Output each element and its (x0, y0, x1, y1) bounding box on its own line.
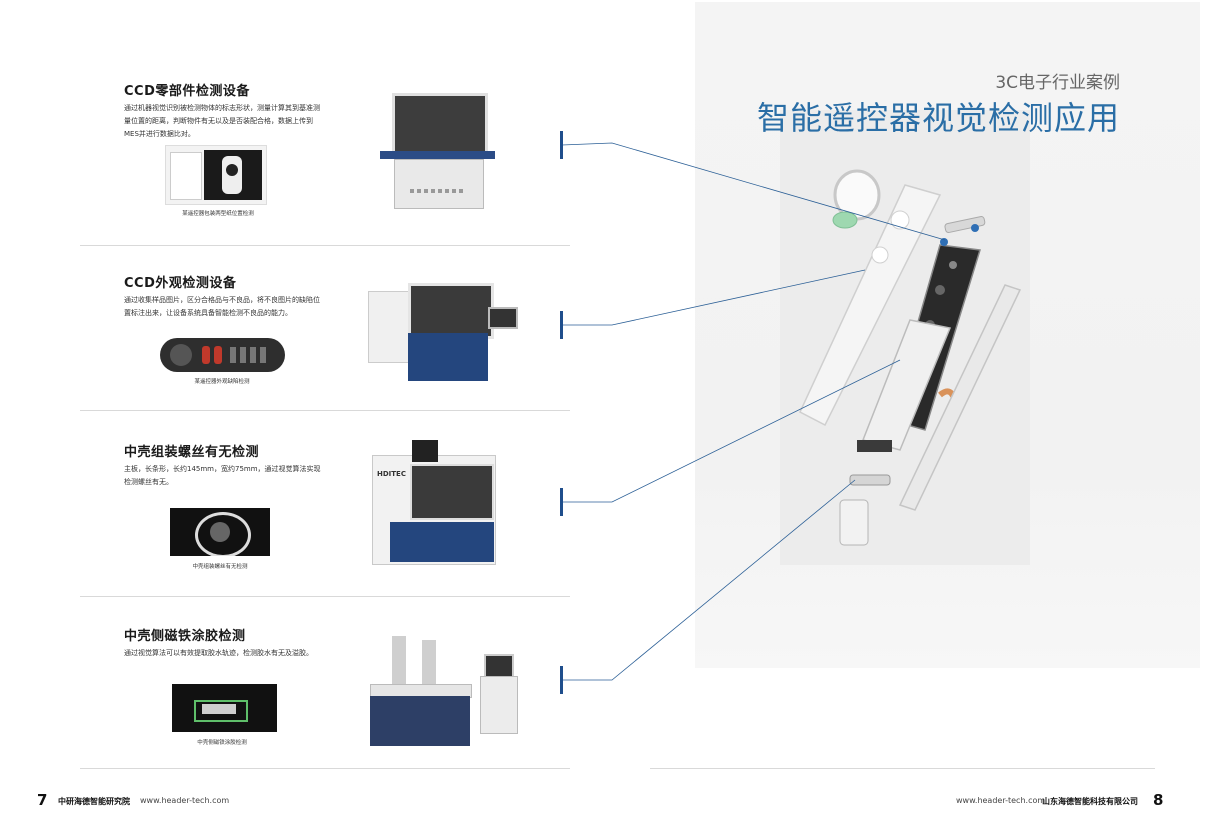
top-connector (944, 216, 986, 234)
glue-magnet (202, 704, 236, 714)
right-footer-org: 山东海德智能科技有限公司 (1042, 797, 1138, 806)
green-button (832, 211, 858, 229)
right-page-number: 8 (1153, 791, 1164, 809)
ccd-parts-inspection-machine (380, 93, 495, 213)
right-divider (650, 768, 1155, 769)
front-shell-hole-2 (871, 246, 889, 264)
section-3-description: 主板，长条形，长约145mm，宽约75mm，通过视觉算法实现检测螺丝有无。 (124, 465, 321, 486)
panel-subtitle: 3C电子行业案例 (995, 73, 1120, 93)
callout-line-4 (562, 479, 856, 681)
section-1-title: CCD零部件检测设备 (124, 84, 250, 99)
section-2-description: 通过收集样品图片，区分合格品与不良品，将不良图片的缺陷位置标注出来，让设备系统具… (124, 296, 320, 317)
pcb-component (949, 261, 957, 269)
section-4-caption: 中壳侧磁铁涂胶检测 (197, 740, 247, 746)
section-1-description: 通过机器视觉识别被检测物体的标志形状，测量计算其到基准测量位置的距离，判断物件有… (124, 104, 320, 138)
detected-hole (226, 164, 238, 176)
machine-4-monitor (484, 654, 514, 678)
ccd-appearance-inspection-machine (368, 283, 518, 383)
blue-marker-2 (971, 224, 979, 232)
glue-track (194, 700, 248, 722)
section-marker-4 (560, 666, 563, 694)
machine-3-base (390, 522, 494, 562)
machine-3-window (410, 464, 494, 520)
screenshot-camera-view (204, 150, 262, 200)
bottom-connector (849, 474, 891, 486)
machine-1-conveyor (380, 151, 495, 159)
left-page-number: 7 (37, 791, 48, 809)
section-marker-2 (560, 311, 563, 339)
blue-marker-1 (940, 238, 948, 246)
screw-head (210, 522, 230, 542)
bottom-sensor (857, 440, 892, 452)
callout-line-1 (561, 142, 946, 241)
machine-1-top-cover (392, 93, 488, 157)
section-3-caption: 中壳组装螺丝有无检测 (192, 564, 248, 570)
section-1-caption: 某遥控器包装两型纸位置检测 (182, 211, 254, 217)
section-4-description: 通过视觉算法可以有效提取胶水轨迹，检测胶水有无及溢胶。 (124, 649, 313, 657)
left-footer-org: 中研海德智能研究院 (58, 797, 130, 806)
screw-inspection-machine: HDITEC (372, 440, 497, 565)
section-marker-1 (560, 131, 563, 159)
screw-ring (195, 512, 251, 556)
bottom-clip (839, 499, 869, 546)
glue-inspection-machine (362, 636, 522, 748)
machine-4-cabinet (480, 676, 518, 734)
machine-4-gantry-1 (392, 636, 406, 686)
machine-2-top-cover (408, 283, 494, 339)
remote-exploded-illustration (799, 169, 1022, 546)
remote-defect-mark-1 (202, 346, 210, 364)
section-3-title: 中壳组装螺丝有无检测 (124, 445, 260, 460)
section-divider-3 (80, 596, 570, 597)
section-3-screw-image (170, 508, 270, 556)
left-footer-url[interactable]: www.header-tech.com (140, 796, 230, 805)
section-divider-1 (80, 245, 570, 246)
callout-line-2 (562, 269, 866, 326)
section-marker-3 (560, 488, 563, 516)
front-shell (799, 184, 942, 427)
screenshot-panel (170, 152, 202, 200)
machine-1-base (394, 159, 484, 209)
section-2-remote-image (160, 338, 285, 372)
machine-1-vents (410, 189, 465, 193)
section-4-title: 中壳侧磁铁涂胶检测 (124, 629, 246, 644)
machine-4-gantry-2 (422, 640, 436, 686)
pcb-component-2 (935, 285, 945, 295)
callout-line-3 (562, 359, 901, 503)
remote-dpad (170, 344, 192, 366)
right-footer-url[interactable]: www.header-tech.com (956, 796, 1046, 805)
machine-3-monitor (412, 440, 438, 462)
section-2-title: CCD外观检测设备 (124, 276, 237, 291)
machine-3-brand: HDITEC (377, 470, 406, 478)
remote-buttons (230, 347, 270, 363)
section-1-inspection-screenshot (165, 145, 267, 205)
machine-2-monitor (488, 307, 518, 329)
section-divider-2 (80, 410, 570, 411)
section-2-caption: 某遥控器外观缺陷检测 (194, 379, 250, 385)
machine-4-base (370, 696, 470, 746)
section-4-glue-image (172, 684, 277, 732)
machine-2-loader (368, 291, 410, 363)
back-shell (898, 284, 1022, 511)
panel-title: 智能遥控器视觉检测应用 (756, 99, 1120, 137)
front-shell-hole (890, 210, 910, 230)
section-divider-4 (80, 768, 570, 769)
machine-2-base (408, 333, 488, 381)
battery-pack (861, 319, 952, 451)
remote-defect-mark-2 (214, 346, 222, 364)
